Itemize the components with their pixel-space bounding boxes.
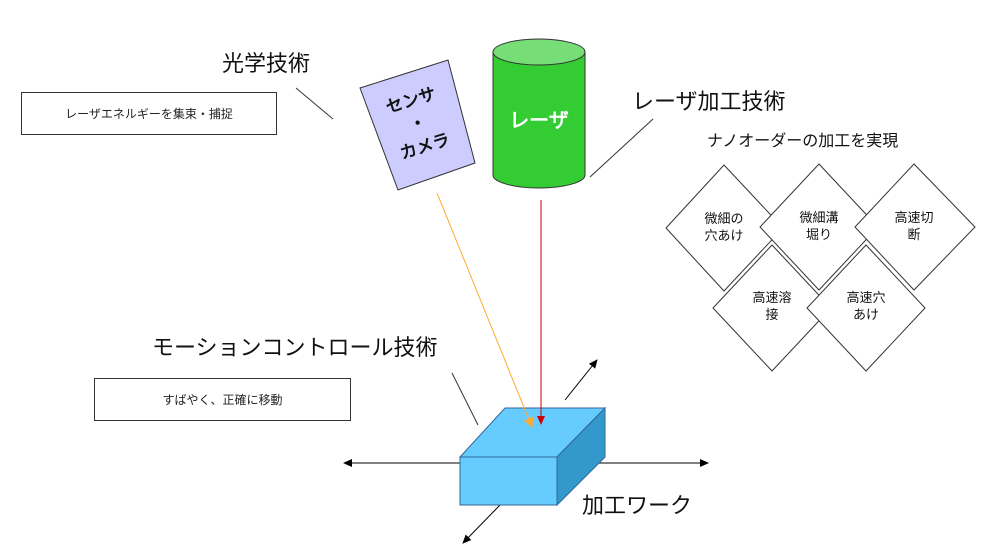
nano-item-2: 微細溝 堀り (774, 210, 864, 244)
workpiece-box (458, 406, 607, 507)
nano-title: ナノオーダーの加工を実現 (707, 131, 899, 150)
nano-item-4-line1: 高速溶 (752, 291, 792, 306)
nano-item-4: 高速溶 接 (727, 290, 817, 324)
nano-item-5-line2: あけ (852, 308, 879, 323)
workpiece-title: 加工ワーク (582, 494, 693, 519)
nano-item-3: 高速切 断 (869, 210, 959, 244)
axis-y-front-arrow (462, 504, 501, 544)
nano-item-5: 高速穴 あけ (821, 290, 911, 324)
diamond-4 (712, 244, 832, 372)
motion-title: モーションコントロール技術 (152, 336, 438, 361)
nano-item-2-line2: 堀り (805, 228, 832, 243)
diamond-3 (854, 163, 976, 291)
nano-item-4-line2: 接 (765, 308, 779, 323)
nano-item-3-line2: 断 (907, 228, 921, 243)
motion-leader-line (451, 372, 479, 426)
motion-desc-text: すばやく、正確に移動 (162, 393, 283, 407)
diamond-5 (806, 244, 926, 372)
optics-desc-text: レーザエネルギーを集束・捕捉 (65, 107, 233, 121)
motion-desc-box: すばやく、正確に移動 (94, 378, 351, 421)
diamond-2 (759, 163, 879, 291)
laser-cylinder (492, 38, 586, 189)
optics-desc-box: レーザエネルギーを集束・捕捉 (21, 92, 277, 135)
nano-item-1-line1: 微細の (704, 212, 744, 227)
nano-item-2-line1: 微細溝 (799, 211, 839, 226)
nano-item-1: 微細の 穴あけ (679, 211, 769, 245)
diamond-1 (665, 164, 784, 292)
sensor-card (359, 59, 476, 191)
nano-item-3-line1: 高速切 (894, 211, 934, 226)
laser-label: レーザ (509, 108, 569, 132)
laser-tech-leader-line (589, 118, 654, 178)
nano-item-5-line1: 高速穴 (846, 291, 886, 306)
axis-y-back-arrow (564, 359, 598, 401)
optics-title: 光学技術 (222, 52, 311, 77)
nano-diamonds (665, 163, 976, 372)
sensor-beam-line (436, 192, 534, 428)
laser-tech-title: レーザ加工技術 (632, 90, 786, 115)
nano-item-1-line2: 穴あけ (704, 229, 744, 244)
optics-leader-line (295, 87, 334, 120)
